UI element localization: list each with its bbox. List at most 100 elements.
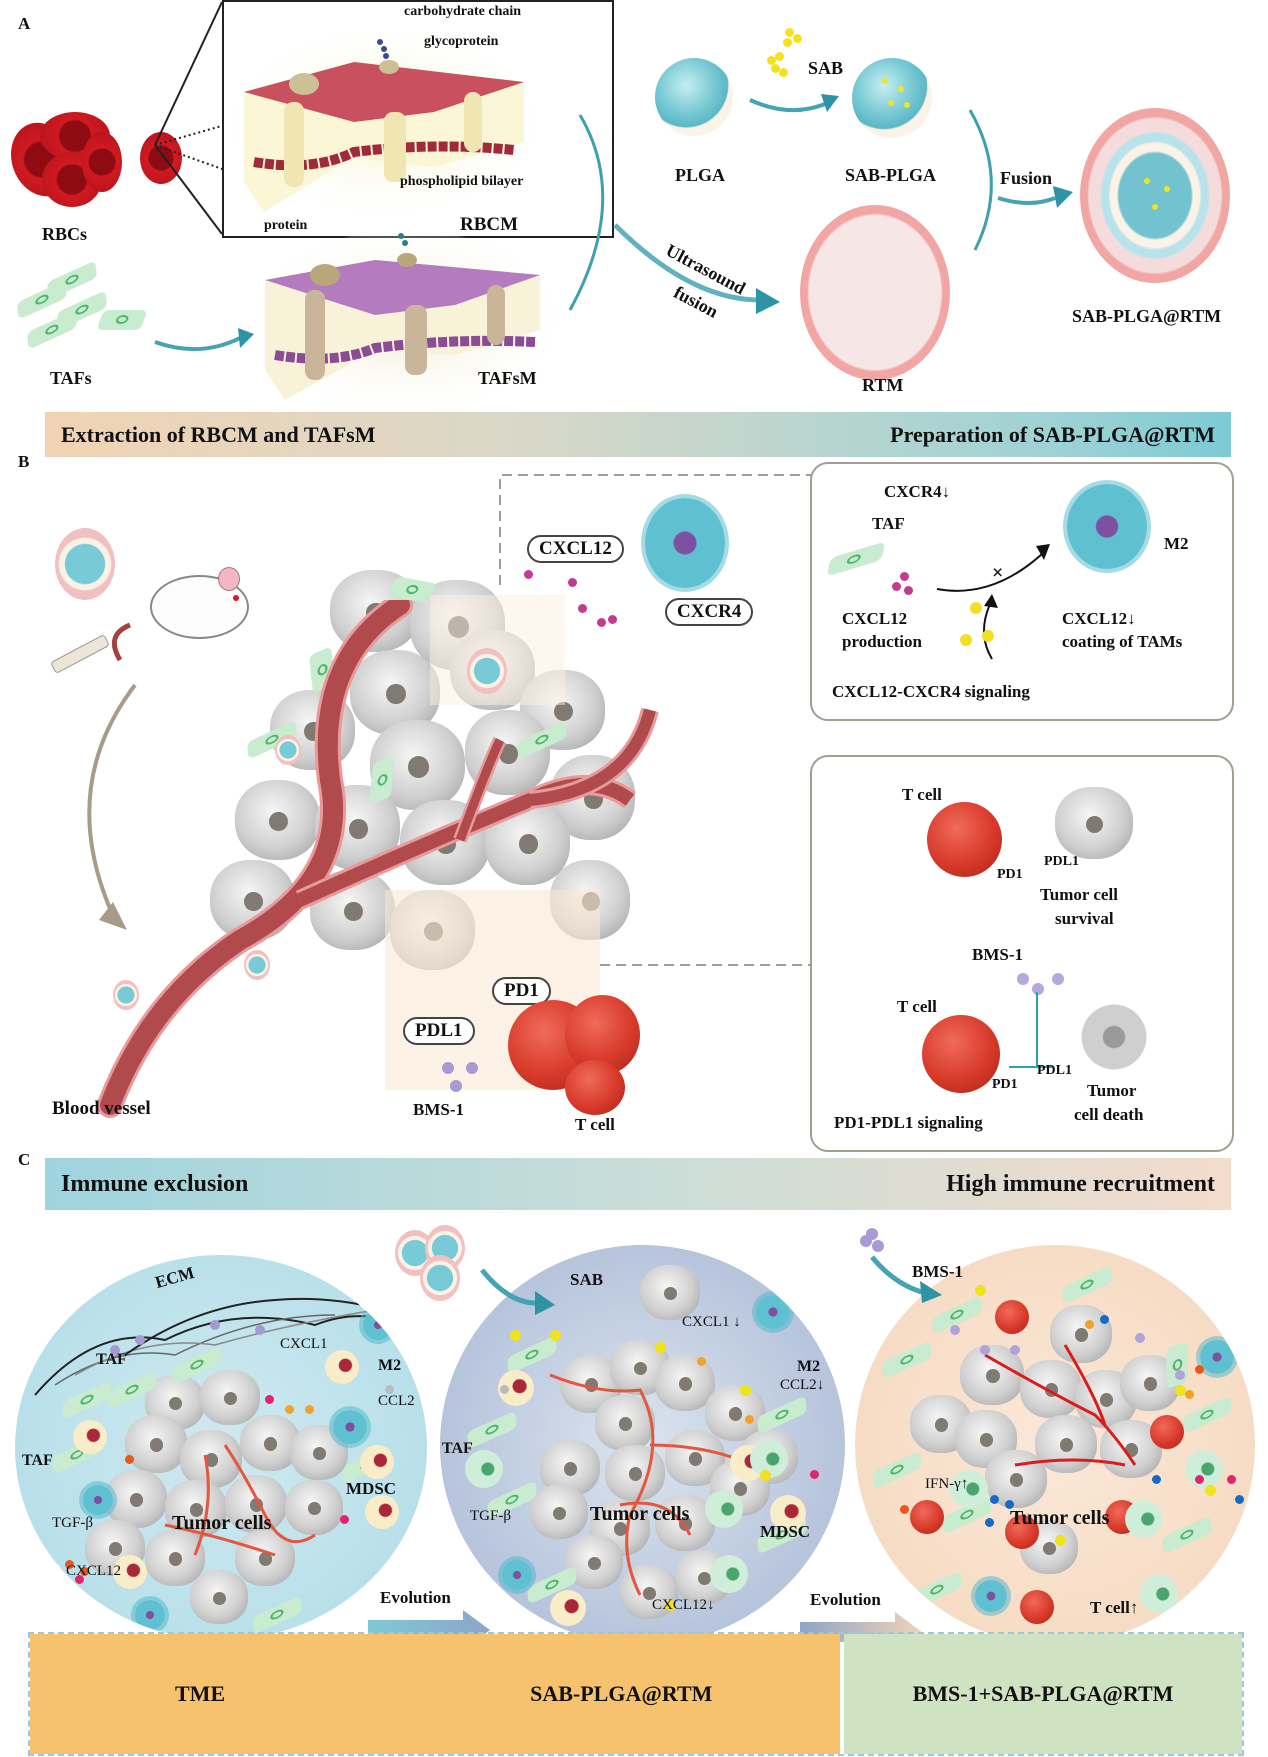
tumor-cell-death-label-2: cell death — [1074, 1105, 1144, 1124]
cxcl12-cxcr4-signaling-box: TAF CXCL12 production × CXCR4↓ M2 CXCL12… — [810, 462, 1234, 721]
mdsc-label-c2: MDSC — [760, 1522, 811, 1541]
m2-macrophage — [645, 498, 725, 588]
glycoprotein-callout: glycoprotein — [424, 34, 499, 49]
tafsm-label: TAFsM — [478, 368, 537, 388]
pdl1-pill: PDL1 — [403, 1017, 475, 1045]
t-cell-bottom-label: T cell — [897, 997, 937, 1016]
evolution-label-1: Evolution — [380, 1588, 451, 1607]
m2-macrophage — [1067, 484, 1147, 569]
nanoparticle-in-vessel — [113, 980, 139, 1010]
tumor-vasculature — [984, 1344, 1137, 1467]
bms1-label-c3: BMS-1 — [912, 1262, 963, 1281]
merge-bracket-curve — [568, 114, 605, 311]
taf-label-c2: TAF — [442, 1440, 473, 1457]
bms1-box-label: BMS-1 — [972, 945, 1023, 964]
rbcm-title: RBCM — [460, 214, 519, 235]
evolution-label-2: Evolution — [810, 1590, 881, 1609]
sab-plga-rtm-label: SAB-PLGA@RTM — [1072, 306, 1222, 326]
zoom-lines — [154, 1, 226, 235]
sab-label: SAB — [808, 58, 844, 78]
block-x-mark: × — [992, 562, 1004, 584]
nanoparticle-cluster — [420, 1255, 460, 1301]
sab-plga-rtm-group-label: SAB-PLGA@RTM — [530, 1681, 713, 1706]
combo-group-label: BMS-1+SAB-PLGA@RTM — [912, 1681, 1174, 1706]
taf-top-label: TAF — [96, 1351, 127, 1368]
dying-tumor-cell — [1074, 1002, 1154, 1072]
nanoparticle-in-tumor — [467, 648, 507, 694]
plga-particle — [655, 58, 733, 136]
dashed-connector-bottom — [600, 964, 810, 966]
pd1-pdl1-signaling-title: PD1-PDL1 signaling — [834, 1113, 983, 1132]
treatment-groups-bar: TME SAB-PLGA@RTM BMS-1+SAB-PLGA@RTM — [28, 1632, 1244, 1756]
red-blood-cells-illustration — [0, 112, 182, 212]
blood-vessel-illustration — [97, 600, 659, 1118]
mouse-illustration — [140, 565, 260, 645]
cxcl12-molecule — [524, 570, 533, 579]
cxcl12-molecule — [568, 578, 577, 587]
cxcr4-down-label: CXCR4↓ — [884, 482, 951, 501]
sab-label-c2: SAB — [570, 1270, 604, 1289]
tafs-label: TAFs — [50, 368, 92, 388]
sab-molecule — [970, 602, 982, 614]
pd1-pdl1-signaling-box: T cell PD1 PDL1 Tumor cell survival BMS-… — [810, 755, 1234, 1152]
tme-group-label: TME — [175, 1681, 226, 1706]
sab-molecules — [765, 28, 815, 83]
bms1-molecule — [466, 1062, 478, 1074]
tumor-vasculature — [164, 1444, 316, 1557]
bms1-molecule — [872, 1240, 884, 1252]
cxcl12-cxcr4-signaling-title: CXCL12-CXCR4 signaling — [832, 682, 1030, 701]
rbcm-detail-box: carbohydrate chain glycoprotein phosphol… — [222, 0, 614, 238]
pd1-top-label: PD1 — [997, 867, 1023, 882]
t-cell — [565, 1060, 625, 1115]
t-cell-top-label: T cell — [902, 785, 942, 804]
bms1-molecule — [1017, 973, 1029, 985]
tumor-cell-survival-label-1: Tumor cell — [1040, 885, 1118, 904]
tgfb-label-c2: TGF-β — [470, 1508, 511, 1524]
tumor-cell-death-label-1: Tumor — [1087, 1081, 1137, 1100]
cxcl12-production-label-2: production — [842, 632, 922, 651]
blood-vessel-label: Blood vessel — [52, 1098, 151, 1119]
taf-left-label: TAF — [22, 1452, 53, 1469]
cxcl1-label: CXCL1 — [280, 1336, 328, 1352]
panel-a-stage-bar: Extraction of RBCM and TAFsM Preparation… — [45, 412, 1231, 457]
merge-bracket-curve-2 — [968, 109, 993, 251]
arrow-into-circle-2 — [480, 1268, 555, 1315]
arrow-fusion — [997, 186, 1073, 208]
arrow-into-circle-3 — [870, 1255, 942, 1303]
taf-label: TAF — [872, 514, 905, 533]
bms1-molecule — [450, 1080, 462, 1092]
inhibition-line — [1009, 992, 1052, 1068]
arrow-plga-to-sabplga — [749, 94, 839, 113]
bms1-label: BMS-1 — [413, 1100, 464, 1119]
t-cell-label: T cell — [575, 1115, 615, 1134]
t-cell-top — [927, 802, 1002, 877]
pd1-bottom-label: PD1 — [992, 1077, 1018, 1092]
cxcl12-label-c1: CXCL12 — [66, 1563, 122, 1579]
m2-label: M2 — [1164, 534, 1189, 553]
bms1-molecule — [1052, 973, 1064, 985]
ecm-fibers — [34, 1297, 416, 1396]
syringe-icon — [51, 622, 132, 673]
tme-circle-immune-exclusion — [15, 1255, 427, 1640]
cxcl12-molecule — [904, 586, 913, 595]
cxcl1-down-label: CXCL1 ↓ — [682, 1314, 741, 1330]
dashed-connector-top — [499, 474, 820, 585]
plga-label: PLGA — [675, 165, 726, 185]
cxcl12-pill: CXCL12 — [527, 535, 624, 563]
ifn-gamma-label: IFN-γ↑ — [925, 1476, 969, 1492]
nanoparticle-in-vessel — [275, 735, 301, 765]
tme-circle-sab-plga-rtm — [440, 1245, 845, 1645]
arrow-tafs-to-tafsm — [154, 328, 254, 352]
panel-label-a: A — [18, 14, 31, 33]
tumor-cells-label-c2: Tumor cells — [590, 1503, 690, 1525]
bms1-molecule — [442, 1062, 454, 1074]
fusion-label: Fusion — [1000, 168, 1053, 188]
tumor-cell-survival-label-2: survival — [1055, 909, 1114, 928]
cxcl12-down-label: CXCL12↓ — [1062, 609, 1136, 628]
ccl2-down-label: CCL2↓ — [780, 1377, 825, 1393]
tme-and-sab-group: TME SAB-PLGA@RTM — [30, 1634, 840, 1754]
phospholipid-bilayer-callout: phospholipid bilayer — [400, 174, 524, 189]
cxcl12-molecule — [900, 572, 909, 581]
ccl2-label: CCL2 — [378, 1393, 415, 1409]
immune-exclusion-label: Immune exclusion — [61, 1170, 249, 1197]
